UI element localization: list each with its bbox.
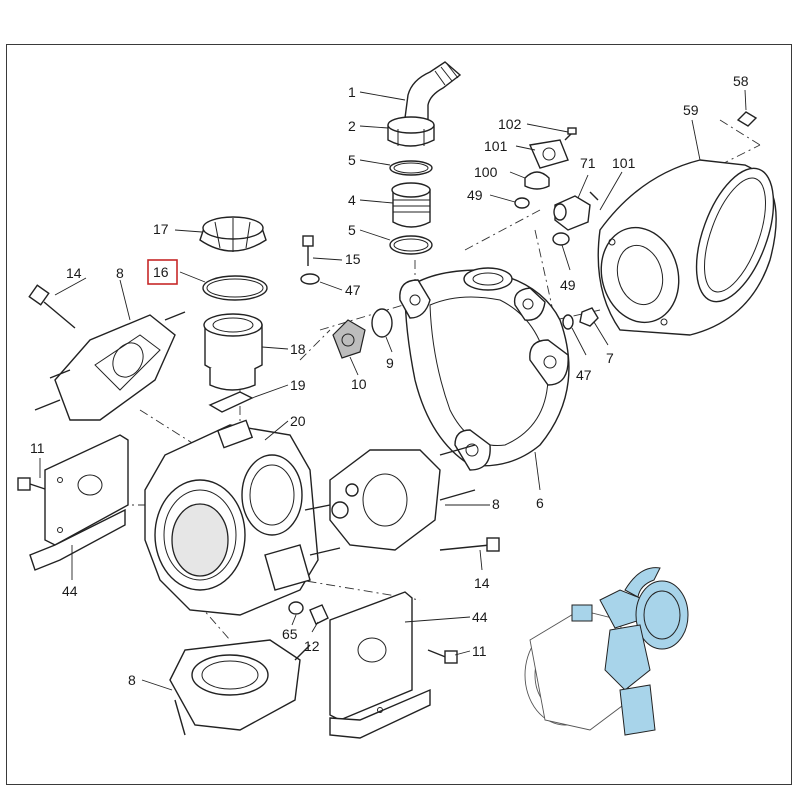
part-14-bolt-lower (439, 537, 500, 552)
callout-9: 9 (386, 355, 394, 371)
part-44-bracket-right (329, 591, 431, 739)
callout-47-right: 47 (576, 367, 592, 383)
callout-5-lower: 5 (348, 222, 356, 238)
callout-8-bottom: 8 (128, 672, 136, 688)
callout-14-upper: 14 (66, 265, 82, 281)
part-101-flange (529, 139, 569, 169)
callout-11-left: 11 (30, 440, 45, 456)
part-15-screw (302, 235, 314, 266)
part-4-threaded-nipple (391, 182, 431, 228)
callout-10: 10 (351, 376, 367, 392)
callout-102: 102 (498, 116, 522, 132)
part-11-bolt-right (427, 649, 458, 664)
part-8-valve-housing-middle (304, 444, 476, 556)
part-6-manifold-ring (399, 267, 570, 471)
part-9-o-ring (371, 308, 393, 338)
callouts: 1 2 5 4 5 102 101 100 49 71 101 58 59 17… (30, 73, 749, 688)
callout-101-right: 101 (612, 155, 636, 171)
part-19-gasket (208, 391, 254, 413)
part-47-washer-right (562, 314, 574, 330)
part-65-washer (288, 601, 304, 615)
callout-58: 58 (733, 73, 749, 89)
callout-15: 15 (345, 251, 361, 267)
callout-71: 71 (580, 155, 596, 171)
part-58-screw (736, 111, 758, 127)
part-8-valve-housing-bottom (169, 639, 311, 736)
part-102-screw (564, 127, 577, 141)
callout-100: 100 (474, 164, 498, 180)
part-47-washer-left (300, 273, 320, 285)
callout-49-lower: 49 (560, 277, 576, 293)
callout-1: 1 (348, 84, 356, 100)
callout-101-left: 101 (484, 138, 508, 154)
callout-12: 12 (304, 638, 320, 654)
part-49-washer-lower (552, 232, 570, 246)
leader-lines (39, 89, 747, 691)
callout-7: 7 (606, 350, 614, 366)
part-16-o-ring (202, 275, 268, 301)
part-49-washer-upper (514, 197, 530, 209)
callout-19: 19 (290, 377, 306, 393)
callout-4: 4 (348, 192, 356, 208)
callout-14-lower: 14 (474, 575, 490, 591)
part-2-ring-nut (387, 116, 435, 147)
callout-17: 17 (153, 221, 169, 237)
part-11-bolt-left (17, 477, 49, 491)
callout-47-left: 47 (345, 282, 361, 298)
callout-59: 59 (683, 102, 699, 118)
callout-49-upper: 49 (467, 187, 483, 203)
part-18-cylinder (203, 313, 263, 391)
callout-16: 16 (153, 264, 169, 280)
callout-11-right: 11 (472, 643, 487, 659)
callout-65: 65 (282, 626, 298, 642)
part-44-bracket-left (29, 434, 129, 571)
callout-44-left: 44 (62, 583, 78, 599)
highlight-box-16 (147, 259, 178, 285)
callout-18: 18 (290, 341, 306, 357)
part-10-valve (332, 319, 366, 359)
part-17-cap (199, 216, 267, 252)
part-8-valve-housing-left (34, 311, 186, 421)
callout-2: 2 (348, 118, 356, 134)
part-1-hose-elbow (404, 61, 462, 121)
part-100-cap (524, 171, 550, 190)
callout-5-upper: 5 (348, 152, 356, 168)
callout-8-middle: 8 (492, 496, 500, 512)
part-71-valve-body (553, 191, 599, 231)
part-12-plug (309, 604, 329, 625)
callout-6: 6 (536, 495, 544, 511)
part-59-bell-housing (597, 159, 777, 336)
part-14-bolt-upper (28, 284, 76, 329)
part-20-pump-body (144, 419, 319, 616)
callout-8-left: 8 (116, 265, 124, 281)
callout-44-right: 44 (472, 609, 488, 625)
inset-pump-overview (524, 567, 689, 736)
callout-20: 20 (290, 413, 306, 429)
